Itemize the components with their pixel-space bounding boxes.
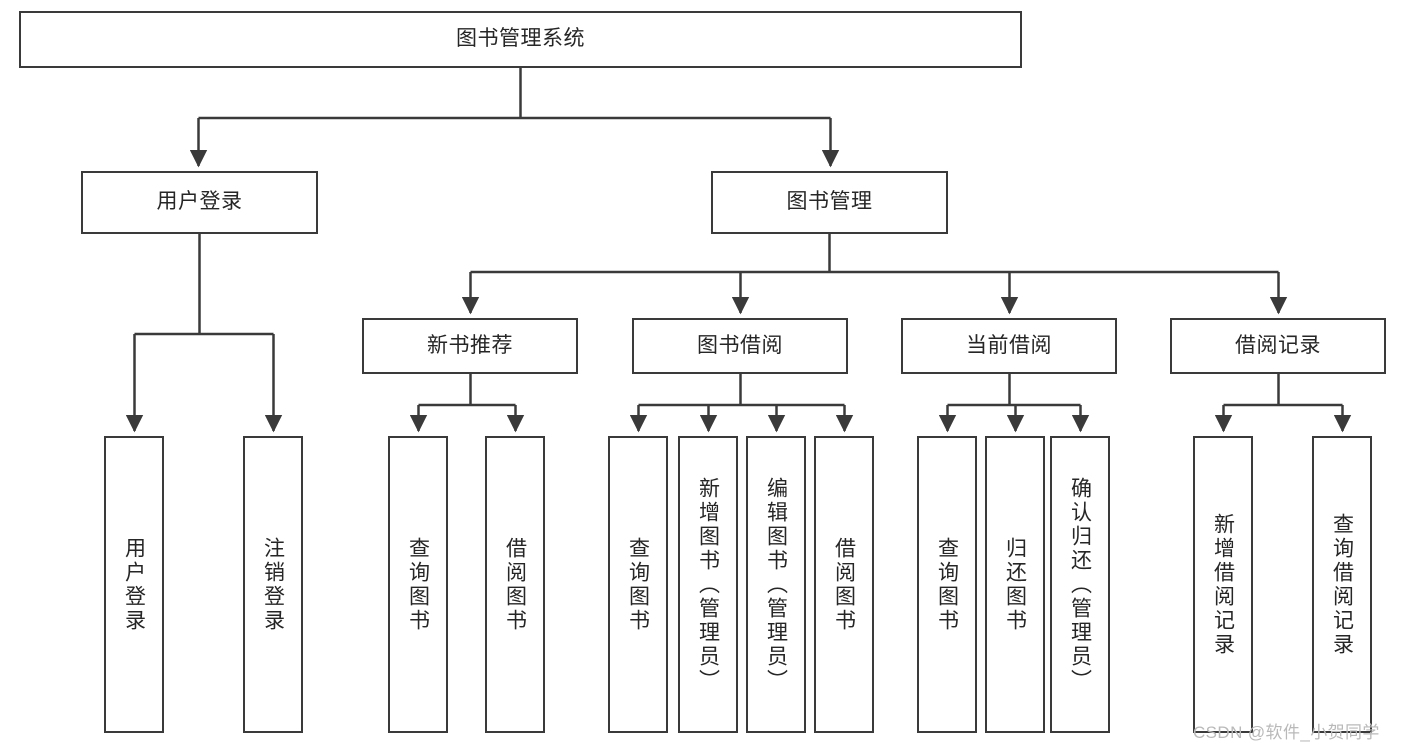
node-leaf-add-book-admin[interactable]: 新增图书（管理员） — [678, 436, 738, 733]
node-leaf-user-login[interactable]: 用户登录 — [104, 436, 164, 733]
node-borrow-record[interactable]: 借阅记录 — [1170, 318, 1386, 374]
node-root-label: 图书管理系统 — [456, 27, 585, 51]
node-leaf-return-book-label: 归还图书 — [1003, 536, 1027, 633]
node-leaf-query-book-current[interactable]: 查询图书 — [917, 436, 977, 733]
node-book-management[interactable]: 图书管理 — [711, 171, 948, 234]
node-leaf-add-book-admin-label: 新增图书（管理员） — [696, 476, 720, 693]
node-leaf-add-borrow-record[interactable]: 新增借阅记录 — [1193, 436, 1253, 733]
node-leaf-query-borrow-record-label: 查询借阅记录 — [1330, 512, 1354, 657]
node-leaf-query-book-borrow[interactable]: 查询图书 — [608, 436, 668, 733]
watermark-text: CSDN @软件_小贺同学 — [1193, 723, 1380, 742]
node-leaf-return-book[interactable]: 归还图书 — [985, 436, 1045, 733]
node-book-borrow-label: 图书借阅 — [697, 333, 783, 357]
node-new-book-recommend[interactable]: 新书推荐 — [362, 318, 578, 374]
node-leaf-query-book-new-label: 查询图书 — [406, 536, 430, 633]
node-current-borrow-label: 当前借阅 — [966, 333, 1052, 357]
node-book-management-label: 图书管理 — [786, 190, 873, 214]
node-current-borrow[interactable]: 当前借阅 — [901, 318, 1117, 374]
node-user-login-label: 用户登录 — [156, 190, 243, 214]
node-leaf-query-book-current-label: 查询图书 — [935, 536, 959, 633]
node-leaf-confirm-return-admin[interactable]: 确认归还（管理员） — [1050, 436, 1110, 733]
node-book-borrow[interactable]: 图书借阅 — [632, 318, 848, 374]
node-leaf-user-login-label: 用户登录 — [122, 536, 146, 633]
node-user-login[interactable]: 用户登录 — [81, 171, 318, 234]
node-leaf-query-borrow-record[interactable]: 查询借阅记录 — [1312, 436, 1372, 733]
node-leaf-logout-label: 注销登录 — [261, 536, 285, 633]
node-leaf-edit-book-admin[interactable]: 编辑图书（管理员） — [746, 436, 806, 733]
node-leaf-borrow-book[interactable]: 借阅图书 — [814, 436, 874, 733]
node-leaf-query-book-new[interactable]: 查询图书 — [388, 436, 448, 733]
node-leaf-confirm-return-admin-label: 确认归还（管理员） — [1068, 476, 1092, 693]
node-leaf-add-borrow-record-label: 新增借阅记录 — [1211, 512, 1235, 657]
node-root[interactable]: 图书管理系统 — [19, 11, 1022, 68]
node-leaf-edit-book-admin-label: 编辑图书（管理员） — [764, 476, 788, 693]
node-new-book-recommend-label: 新书推荐 — [427, 333, 513, 357]
node-leaf-logout[interactable]: 注销登录 — [243, 436, 303, 733]
node-leaf-borrow-book-label: 借阅图书 — [832, 536, 856, 633]
node-leaf-borrow-book-new[interactable]: 借阅图书 — [485, 436, 545, 733]
node-borrow-record-label: 借阅记录 — [1235, 333, 1321, 357]
node-leaf-query-book-borrow-label: 查询图书 — [626, 536, 650, 633]
node-leaf-borrow-book-new-label: 借阅图书 — [503, 536, 527, 633]
